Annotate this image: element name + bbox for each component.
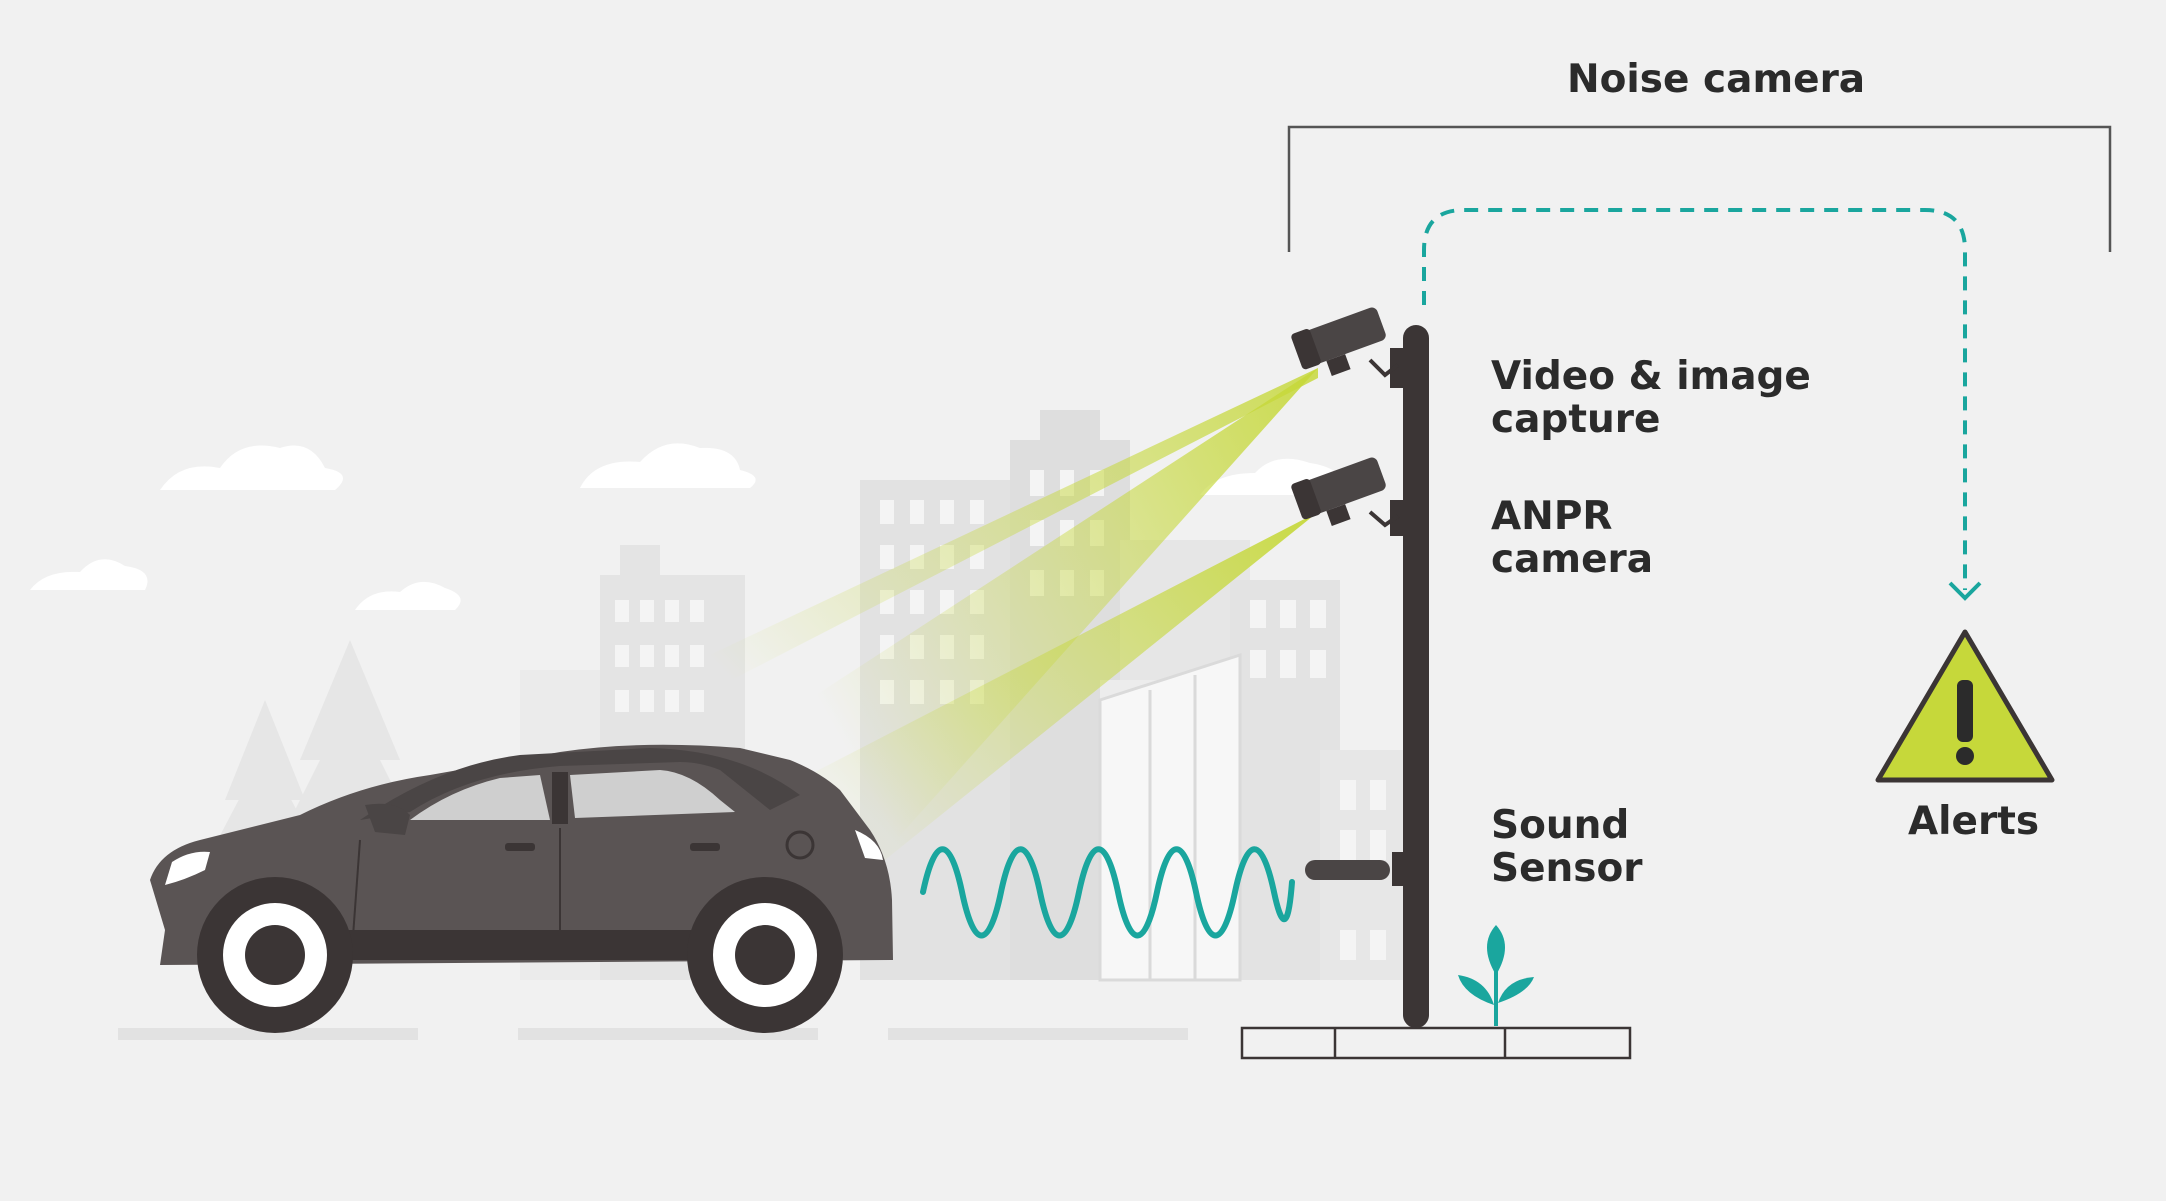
pavement	[1240, 1026, 1632, 1060]
sound-sensor-label: Sound Sensor	[1491, 804, 1643, 890]
anpr-camera-label: ANPR camera	[1491, 495, 1653, 581]
sound-wave	[920, 846, 1295, 939]
anpr-camera-icon	[1291, 457, 1412, 536]
noise-camera-title: Noise camera	[1567, 57, 1866, 102]
noise-camera-bracket	[1287, 125, 2112, 252]
anpr-label-line1: ANPR	[1491, 494, 1613, 539]
video-capture-label: Video & image capture	[1491, 355, 1811, 441]
alerts-label: Alerts	[1908, 799, 2040, 844]
sound-label-line1: Sound	[1491, 803, 1630, 848]
background-clouds	[30, 443, 1342, 610]
dashed-arrow	[1422, 208, 1967, 590]
car-icon	[150, 744, 893, 1033]
warning-triangle-icon	[1875, 629, 2055, 783]
sound-label-line2: Sensor	[1491, 846, 1643, 891]
anpr-camera-beam	[780, 512, 1318, 860]
camera-pole	[1403, 325, 1429, 1028]
sound-sensor-icon	[1305, 852, 1412, 886]
video-label-line1: Video & image	[1491, 354, 1811, 399]
arrow-head	[1948, 581, 1982, 601]
anpr-label-line2: camera	[1491, 537, 1654, 582]
video-camera-beam	[610, 368, 1318, 740]
video-camera-icon	[1291, 307, 1412, 388]
road-markings	[118, 1028, 1188, 1040]
plant-icon	[1458, 925, 1534, 1026]
video-label-line2: capture	[1491, 397, 1661, 442]
